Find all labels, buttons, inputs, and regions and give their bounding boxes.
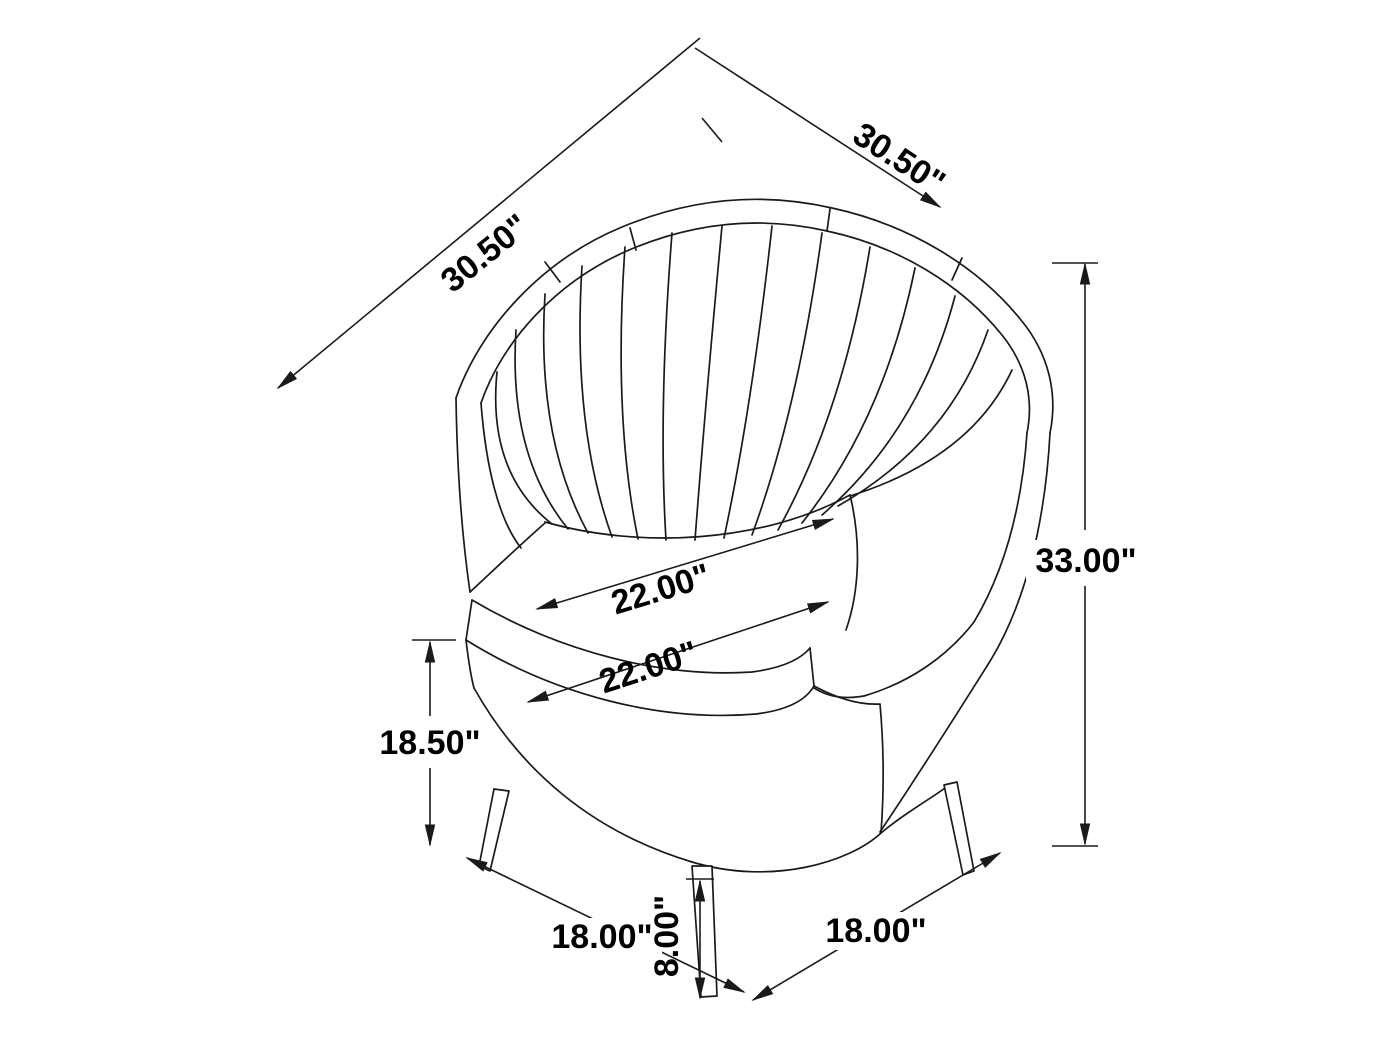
dim-extension-tick	[701, 117, 723, 143]
dim-seat-width-upper: 22.00"	[535, 518, 835, 623]
chair-right-outer-edge	[879, 432, 1051, 833]
dim-seat-width-lower: 22.00"	[526, 601, 830, 703]
chair-left-outer-edge	[455, 397, 471, 593]
dim-back-diagonal-right: 30.50"	[694, 47, 952, 209]
dim-label-back-diag-left: 30.50"	[434, 207, 537, 300]
dim-leg-height: 8.00"	[648, 878, 714, 1000]
dim-leg-spread-right: 18.00"	[751, 852, 1002, 1001]
chair-left-inner-edge	[480, 402, 522, 549]
dim-label-leg-spread-left: 18.00"	[551, 918, 652, 956]
dim-label-leg-height: 8.00"	[648, 895, 686, 977]
dim-label-seat-height: 18.50"	[379, 724, 480, 762]
dim-label-back-diag-right: 30.50"	[846, 115, 952, 202]
chair-right-inner-edge	[973, 432, 1028, 623]
chair-arm-inner-edge	[863, 621, 975, 697]
chair-skirt-bottom	[473, 687, 882, 873]
chair-back-base-left	[469, 522, 546, 593]
chair-right-leg	[943, 781, 975, 876]
chair-rim-joint-ticks	[544, 208, 963, 283]
dim-seat-height: 18.50"	[372, 639, 490, 847]
chair-front-left-leg	[478, 788, 510, 872]
dim-overall-height: 33.00"	[1026, 262, 1148, 847]
chair-back-base-right	[845, 494, 859, 631]
chair-cushion-left-end	[465, 599, 473, 641]
chair-underarm-bottom	[880, 782, 953, 834]
chair-arm-side-seam	[813, 685, 884, 834]
chair-drawing	[455, 198, 1054, 998]
dim-leg-spread-left: 18.00"	[465, 857, 746, 993]
chair-skirt-left-end	[465, 639, 475, 689]
dim-label-seat-width-lower: 22.00"	[595, 634, 703, 701]
chair-cushion-right-end	[809, 647, 815, 687]
chair-rim-outer	[455, 198, 1054, 434]
dim-label-overall-height: 33.00"	[1035, 542, 1136, 580]
dim-label-leg-spread-right: 18.00"	[825, 912, 926, 950]
chair-channel-tufting	[494, 225, 1013, 541]
chair-rim-inner	[480, 222, 1031, 434]
dim-label-seat-width-upper: 22.00"	[607, 557, 715, 623]
dim-back-diagonal-left: 30.50"	[276, 37, 723, 390]
